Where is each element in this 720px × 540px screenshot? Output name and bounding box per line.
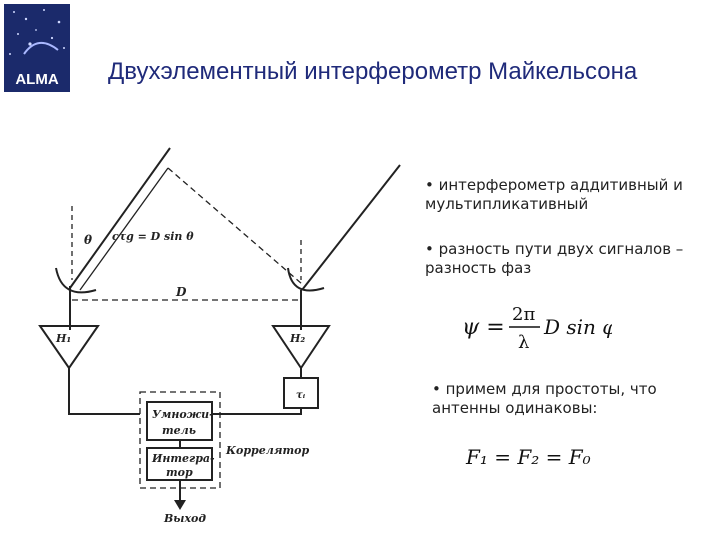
interferometer-diagram: θ cτg = D sin θ D H₁ H₂ τᵢ Умножи- тель … [38, 147, 401, 525]
h1-label: H₁ [55, 332, 71, 345]
star-field-icon [9, 9, 65, 55]
formula1-lhs: ψ = [462, 315, 505, 340]
antenna-equality-formula: F₁ = F₂ = F₀ [465, 445, 591, 469]
logo-text: ALMA [15, 71, 58, 88]
path-formula-label: cτg = D sin θ [112, 230, 194, 243]
right-signal-path [212, 408, 302, 415]
amplifier-h2-icon [271, 325, 331, 370]
formula2-text: F₁ = F₂ = F₀ [465, 445, 591, 469]
bullet-3: • примем для простоты, что антенны одина… [432, 380, 657, 417]
h2-label: H₂ [289, 332, 305, 345]
page-title: Двухэлементный интерферометр Майкельсона [108, 58, 638, 85]
alma-logo: ALMA [4, 4, 70, 92]
amplifier-h1-icon [38, 325, 100, 370]
correlator-label: Коррелятор [225, 444, 310, 457]
tau-label: τᵢ [296, 390, 306, 401]
bullet-1: • интерферометр аддитивный и мультиплика… [425, 176, 683, 213]
formula1-rhs: D sin φ [543, 315, 612, 339]
baseline-label: D [175, 285, 187, 299]
integrator-label-1: Интегра- [151, 452, 215, 465]
theta-label: θ [84, 233, 92, 247]
integrator-label-2: тор [166, 466, 193, 479]
wavefront-dashed [167, 167, 303, 285]
multiplier-label-2: тель [162, 424, 196, 437]
galaxy-swirl-icon [23, 42, 59, 55]
right-dish-icon [287, 267, 325, 292]
bullet-2: • разность пути двух сигналов – разность… [425, 240, 684, 277]
output-arrowhead-icon [174, 500, 186, 510]
left-signal-path [68, 368, 140, 415]
phase-formula: ψ = 2π λ D sin φ [462, 304, 612, 353]
formula1-numerator: 2π [512, 304, 535, 325]
formula1-denominator: λ [518, 332, 529, 353]
output-label: Выход [163, 512, 206, 525]
left-ray [69, 147, 171, 289]
path-difference-line [79, 167, 169, 291]
right-ray [301, 164, 401, 291]
multiplier-label-1: Умножи- [152, 408, 214, 421]
